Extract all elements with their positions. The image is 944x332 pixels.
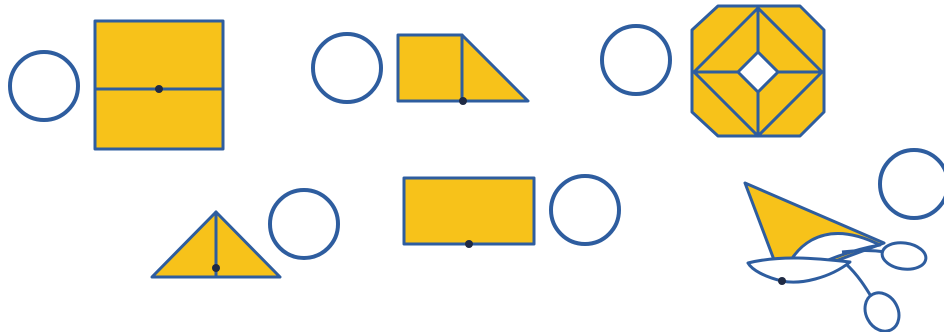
scissor-handle-ring-2 — [863, 291, 901, 332]
figure-square-halved — [8, 19, 225, 151]
answer-circle-5[interactable] — [549, 174, 621, 246]
answer-circle-6[interactable] — [878, 148, 944, 220]
figure-octagon — [600, 4, 826, 138]
center-dot — [155, 85, 163, 93]
scissor-pivot-dot — [778, 277, 786, 285]
rectangle-shape — [402, 176, 536, 246]
answer-circle-1[interactable] — [8, 50, 80, 122]
figure-rectangle — [402, 174, 621, 248]
figure-triangle-halved — [150, 188, 340, 279]
inner-diamond-hole — [735, 49, 781, 95]
answer-circle-3[interactable] — [600, 24, 672, 96]
figure-square-triangle — [311, 32, 530, 105]
figure-scissors — [743, 148, 944, 332]
rectangle-dot — [465, 240, 473, 248]
answer-circle-2[interactable] — [311, 32, 383, 104]
scissor-handle-stem-1 — [841, 249, 887, 254]
scissor-handle-ring-1 — [880, 241, 928, 271]
triangle-dot — [212, 264, 220, 272]
scissor-blade-lower — [746, 256, 852, 284]
scissor-handle-stem-2 — [844, 262, 874, 299]
pivot-dot — [459, 97, 467, 105]
answer-circle-4[interactable] — [268, 188, 340, 260]
